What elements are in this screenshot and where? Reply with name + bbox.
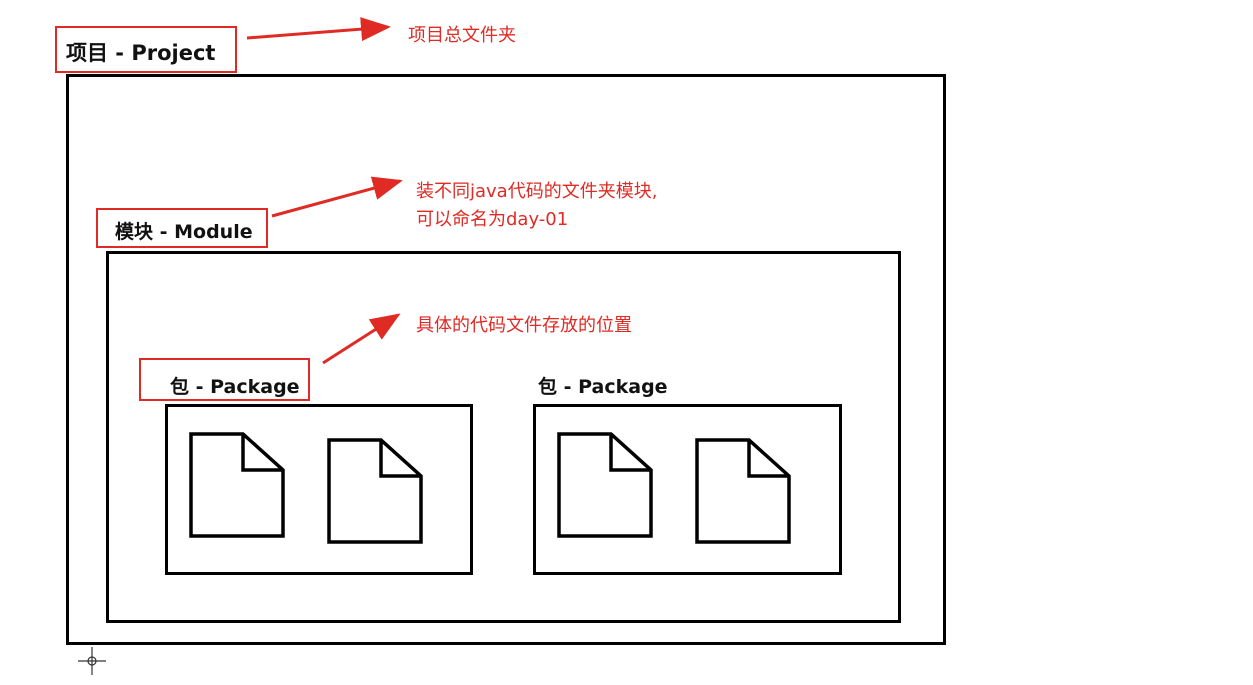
package-label: 包 - Package bbox=[170, 376, 300, 398]
project-label: 项目 - Project bbox=[66, 41, 216, 65]
module-label-highlight bbox=[96, 208, 268, 248]
project-note: 项目总文件夹 bbox=[408, 25, 516, 46]
file-icon bbox=[189, 432, 285, 538]
project-box bbox=[66, 74, 946, 645]
package-note: 具体的代码文件存放的位置 bbox=[416, 315, 632, 336]
file-icon bbox=[557, 432, 653, 538]
package-box-1 bbox=[165, 404, 473, 575]
file-icon bbox=[695, 438, 791, 544]
module-note-line2: 可以命名为day-01 bbox=[416, 209, 569, 230]
arrow-icon bbox=[322, 313, 401, 365]
package-box-2 bbox=[533, 404, 842, 575]
crosshair-icon bbox=[78, 647, 106, 675]
package-label-highlight bbox=[139, 358, 310, 401]
module-note-line1: 装不同java代码的文件夹模块, bbox=[416, 181, 658, 202]
arrow-icon bbox=[271, 176, 403, 218]
package-label: 包 - Package bbox=[538, 376, 668, 398]
arrow-icon bbox=[246, 17, 391, 42]
project-label-highlight bbox=[55, 26, 237, 73]
module-box bbox=[106, 251, 901, 623]
module-label: 模块 - Module bbox=[115, 221, 253, 243]
file-icon bbox=[327, 438, 423, 544]
